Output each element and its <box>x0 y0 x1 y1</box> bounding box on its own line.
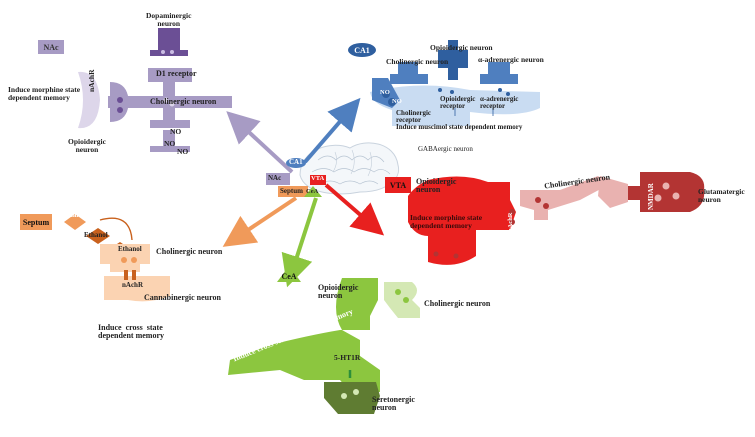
nac-nachr-label: nAchR <box>87 69 96 92</box>
vta-region-tag <box>385 177 411 193</box>
center-vta-box <box>310 175 326 185</box>
arrow-to-vta <box>324 183 385 236</box>
nac-panel <box>78 28 232 152</box>
cea-5ht1r-label: 5-HT1R <box>334 353 361 362</box>
ca1-gaba-label: GABAergic neuron <box>418 145 473 153</box>
center-septum-label: Septum <box>280 187 303 195</box>
septum-ethanol-1: Ethanol <box>62 211 86 219</box>
center-cea-label: CeA <box>306 188 319 195</box>
vta-nachr-label: nAchR <box>507 212 514 232</box>
vta-induce-label: Induce morphine state dependent memory <box>410 213 483 230</box>
ca1-cholinergic-label: Cholinergic neuron <box>386 57 449 66</box>
ca1-no-2: NO <box>392 98 402 105</box>
vta-opioidergic-label: Opioidergic neuron <box>416 177 457 195</box>
cea-opioidergic-label: Opioidergic neuron <box>318 283 359 301</box>
cea-cholinergic-label: Cholinergic neuron <box>424 299 491 308</box>
center-vta-label: VTA <box>311 175 325 182</box>
nac-d1-label: D1 receptor <box>156 69 197 78</box>
center-ca1-oval <box>286 158 306 168</box>
ca1-opioidergic-label: Opioidergic neuron <box>430 43 493 52</box>
nac-no-2: NO <box>164 139 176 148</box>
cea-tag-label: CeA <box>281 271 297 281</box>
ca1-no-1: NO <box>380 89 390 96</box>
septum-ethanol-2: Ethanol <box>84 231 108 239</box>
septum-cholinergic-label: Cholinergic neuron <box>156 247 223 256</box>
vta-panel <box>408 172 705 265</box>
ca1-induce-label: Induce muscimol state dependent memory <box>396 123 523 131</box>
arrow-to-nac <box>226 111 294 174</box>
center-cea-triangle <box>304 186 322 197</box>
cea-serotonergic-label: Seretonergic neuron <box>372 395 415 413</box>
nac-region-tag <box>38 40 64 54</box>
arrow-to-septum <box>222 196 298 247</box>
ca1-ch-receptor-label: Cholinergic receptor <box>396 109 431 125</box>
nac-cholinergic-label: Cholinergic neuron <box>150 97 217 106</box>
ca1-ad-receptor-label: α-adrenergic receptor <box>480 95 519 111</box>
ca1-op-receptor-label: Opioidergic receptor <box>440 95 476 111</box>
septum-cannabinergic-label: Cannabinergic neuron <box>144 293 221 302</box>
nac-no-1: NO <box>170 127 182 136</box>
ca1-adrenergic-label: α-adrenergic neuron <box>478 55 544 64</box>
ca1-region-tag <box>348 43 376 57</box>
center-septum-box <box>278 186 308 197</box>
arrow-to-cea <box>281 197 318 288</box>
nac-tag-label: NAc <box>43 42 59 52</box>
ca1-tag-label: CA1 <box>354 45 370 55</box>
septum-tag-label: Septum <box>22 217 50 227</box>
arrow-to-ca1 <box>303 97 361 164</box>
center-ca1-label: CA1 <box>289 158 303 166</box>
vta-glutamatergic-label: Glutamatergic neuron <box>698 187 745 204</box>
septum-nachr-label: nAchR <box>122 281 144 289</box>
septum-induce-label: Induce cross state dependent memory <box>98 323 164 341</box>
nac-induce-label: Induce morphine state dependent memory <box>8 85 81 102</box>
vta-tag-label: VTA <box>389 180 407 190</box>
septum-region-tag <box>20 214 52 230</box>
nac-opioidergic-label: Opioidergic neuron <box>68 137 106 154</box>
nac-no-3: NO <box>177 147 189 156</box>
center-nac-label: NAc <box>268 174 282 182</box>
septum-panel <box>64 214 170 302</box>
nac-dopaminergic-label: Dopaminergic neuron <box>146 11 192 28</box>
septum-ethanol-3: Ethanol <box>118 245 142 253</box>
cea-panel <box>228 278 420 414</box>
cea-region-tag <box>277 266 301 282</box>
center-nac-box <box>266 173 290 185</box>
cea-nachr-label: nAchR <box>371 310 379 332</box>
vta-nmdar-label: NMDAR <box>647 183 655 210</box>
ca1-panel <box>370 40 540 126</box>
